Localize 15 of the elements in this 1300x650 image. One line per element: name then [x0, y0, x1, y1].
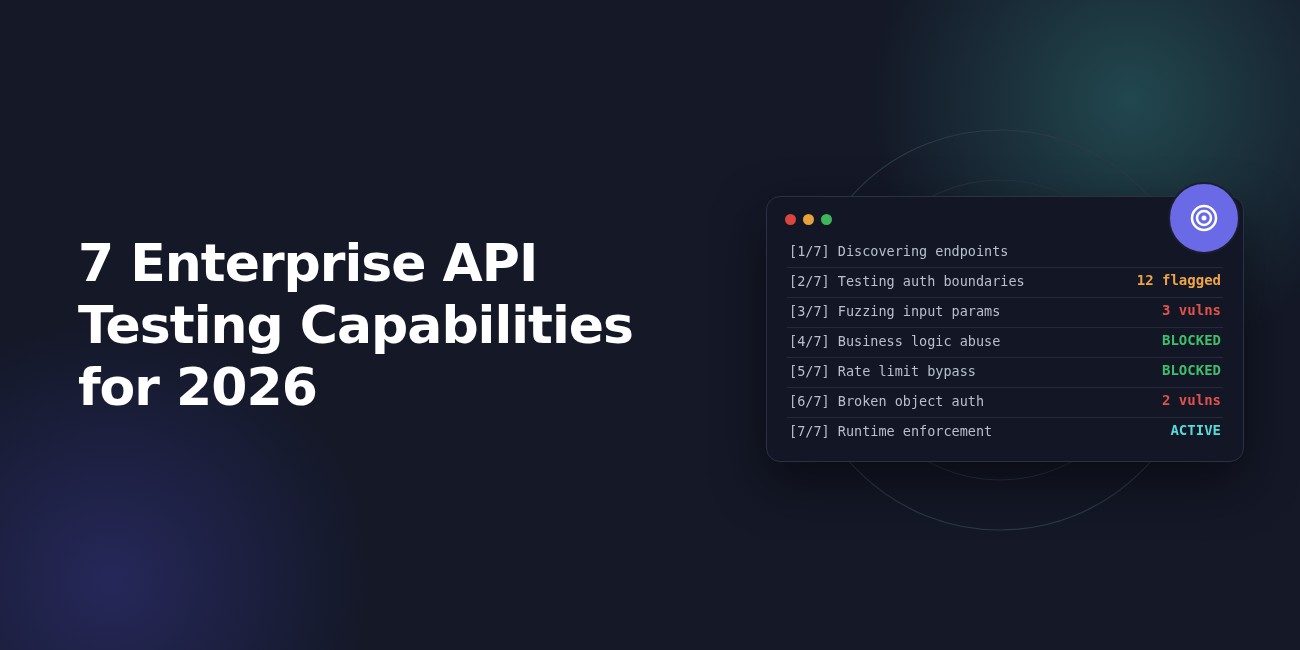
- task-line: [3/7] Fuzzing input params: [789, 303, 1001, 319]
- task-line: [7/7] Runtime enforcement: [789, 423, 993, 439]
- status-text: 3 vulns: [1162, 302, 1221, 318]
- headline: 7 Enterprise API Testing Capabilities for 2026: [78, 232, 634, 418]
- task-line: [5/7] Rate limit bypass: [789, 363, 976, 379]
- task-line: [1/7] Discovering endpoints: [789, 243, 1009, 259]
- task-line: [2/7] Testing auth boundaries: [789, 273, 1025, 289]
- status-text: BLOCKED: [1162, 332, 1221, 348]
- terminal-window: [766, 196, 1244, 462]
- status-text: 2 vulns: [1162, 392, 1221, 408]
- status-text: ACTIVE: [1170, 422, 1221, 438]
- task-line: [4/7] Business logic abuse: [789, 333, 1001, 349]
- status-text: 12 flagged: [1136, 272, 1221, 288]
- status-text: BLOCKED: [1162, 362, 1221, 378]
- task-line: [6/7] Broken object auth: [789, 393, 985, 409]
